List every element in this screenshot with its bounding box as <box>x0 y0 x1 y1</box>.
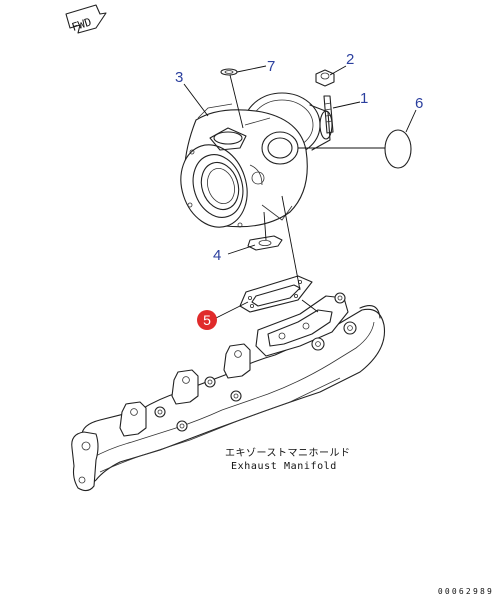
highlight-badge <box>197 310 217 330</box>
drawing-number: 00062989 <box>438 587 494 596</box>
callout-part-6[interactable]: 6 <box>415 95 423 112</box>
drain-gasket-part-drawing <box>247 235 283 251</box>
fwd-arrow-icon: FWD <box>65 4 107 34</box>
callout-part-1[interactable]: 1 <box>360 90 368 107</box>
turbo-mounting-gasket-part-drawing <box>239 275 313 313</box>
leader-lines <box>183 65 417 319</box>
fwd-label: FWD <box>70 15 93 34</box>
o-ring-part-drawing <box>384 129 412 169</box>
turbocharger-drawing <box>180 92 333 228</box>
nut-part-drawing <box>315 69 335 87</box>
callout-part-7[interactable]: 7 <box>267 58 275 75</box>
small-gasket-part-drawing <box>220 68 238 76</box>
callout-part-3[interactable]: 3 <box>175 69 183 86</box>
callout-part-2[interactable]: 2 <box>346 51 354 68</box>
stud-part-drawing <box>323 95 334 134</box>
callout-part-5-highlighted[interactable]: 5 <box>197 310 217 330</box>
callout-part-4[interactable]: 4 <box>213 247 221 264</box>
caption-japanese: エキゾーストマニホールド <box>225 447 351 459</box>
exhaust-manifold-drawing <box>71 292 386 492</box>
callout-part-5: 5 <box>203 312 211 328</box>
caption-english: Exhaust Manifold <box>231 461 337 472</box>
